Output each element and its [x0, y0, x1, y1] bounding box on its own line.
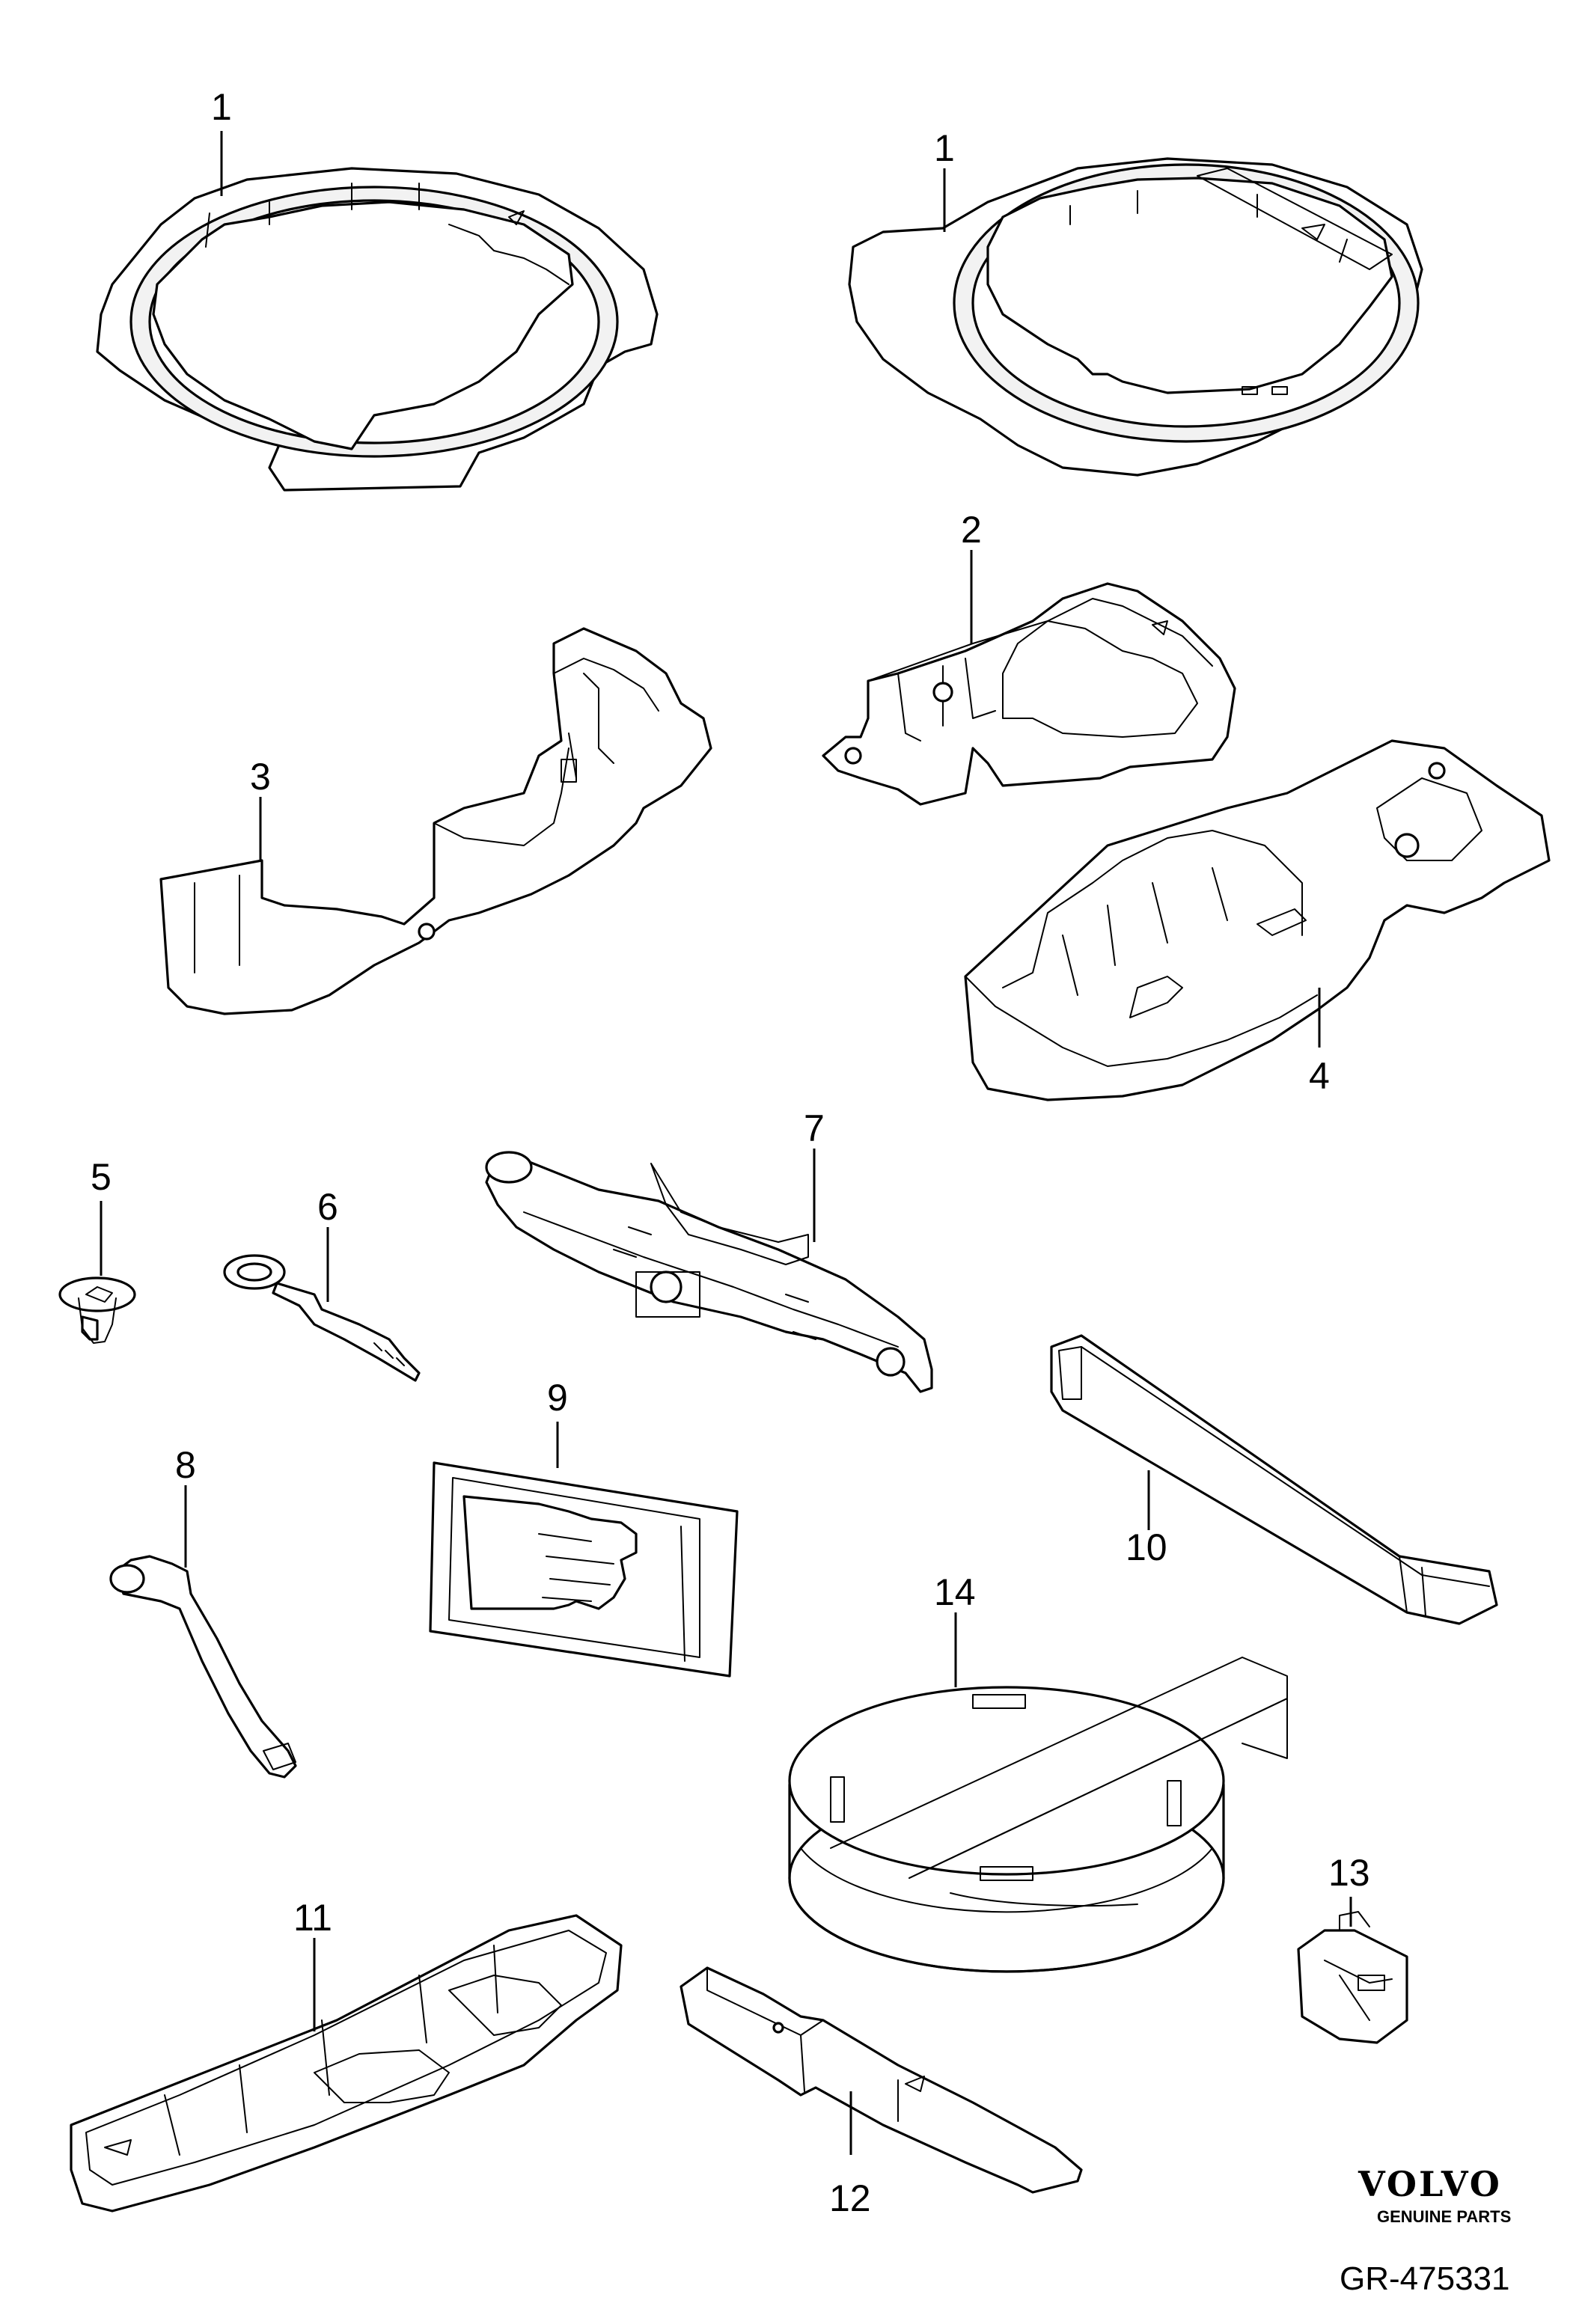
callout-1: 1: [211, 86, 232, 128]
callout-2: 2: [961, 509, 982, 551]
callout-5: 5: [91, 1156, 112, 1198]
callout-12: 12: [829, 2177, 871, 2219]
part-7-car-jack: [485, 1151, 933, 1393]
part-8-wheel-wrench: [109, 1555, 297, 1779]
callout-1-right: 1: [934, 127, 955, 169]
part-1-ring-frame-right: [848, 157, 1423, 477]
genuine-parts-text: GENUINE PARTS: [1377, 2207, 1511, 2226]
part-9-gloves-kit: [429, 1461, 739, 1678]
part-4-storage-tray: [964, 739, 1551, 1101]
callout-13: 13: [1328, 1852, 1370, 1894]
callout-6: 6: [317, 1186, 338, 1228]
part-14-spare-wheel-cover: [788, 1657, 1288, 1973]
part-10-holder-bar: [1050, 1334, 1498, 1625]
part-6-towing-eye: [223, 1254, 421, 1382]
part-1-ring-frame-left: [96, 167, 659, 492]
reference-number: GR-475331: [1340, 2260, 1509, 2297]
callout-9: 9: [547, 1377, 568, 1419]
callout-4: 4: [1309, 1055, 1330, 1097]
part-2-storage-bracket: [822, 582, 1236, 806]
callout-11: 11: [293, 1897, 332, 1939]
part-3-foam-insert: [159, 627, 712, 1015]
part-5-clip: [58, 1276, 136, 1344]
part-13-retaining-clip: [1297, 1911, 1408, 2044]
callout-7: 7: [804, 1107, 825, 1149]
callout-14: 14: [934, 1571, 976, 1613]
callout-8: 8: [175, 1444, 196, 1486]
callout-3: 3: [250, 756, 271, 798]
volvo-logo-text: VOLVO: [1358, 2164, 1502, 2204]
part-11-tool-tray: [70, 1914, 623, 2213]
part-12-mounting-rail: [680, 1966, 1083, 2194]
callout-10: 10: [1126, 1526, 1167, 1568]
